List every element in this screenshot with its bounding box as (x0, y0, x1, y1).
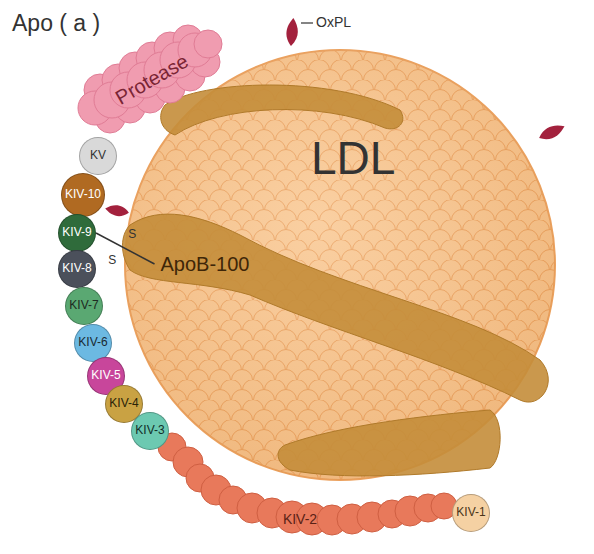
oxpl-drop (104, 18, 567, 218)
apob-100-protein: ApoB-100 (155, 249, 256, 280)
ldl-particle: LDL ApoB-100 (125, 50, 555, 480)
kringle-iv: KIV-9 (58, 214, 96, 252)
oxpl-drop (104, 203, 129, 218)
node-label: KIV-9 (62, 226, 91, 240)
disulfide-bond (96, 233, 155, 264)
apob-band (278, 410, 500, 476)
node-label: LDL (311, 132, 395, 185)
node-label: KIV-7 (69, 299, 98, 313)
kiv2-repeat-chain (158, 433, 457, 535)
callout-label: OxPL (316, 14, 351, 30)
leader-line (301, 22, 313, 23)
kringle-iv: KIV-8 (58, 250, 96, 288)
apob-band (161, 85, 403, 135)
kringle-iv: KIV-6 (74, 324, 112, 362)
kringle-iv: KIV-4 (105, 385, 143, 423)
node-label: KIV-10 (65, 188, 101, 202)
node-label: KIV-5 (91, 369, 120, 383)
node-label: KIV-4 (109, 397, 138, 411)
apob-band (123, 214, 549, 402)
kringle-iv: KIV-3 (131, 412, 169, 450)
protease-domain (194, 30, 222, 58)
protease-domain: Protease (106, 64, 198, 95)
node-label: KIV-2 (283, 511, 317, 527)
kringle-iv-2-repeats: KIV-2 (277, 507, 323, 531)
node-label: ApoB-100 (161, 253, 250, 276)
oxpl-drop (537, 121, 567, 143)
kringle-v: KV (79, 137, 117, 175)
node-label: KIV-3 (135, 424, 164, 438)
kringle-iv: KIV-10 (61, 173, 105, 217)
diagram-title: Apo ( a ) (12, 10, 100, 36)
sulfur-atom: S (128, 228, 136, 242)
kiv2-repeat-chain (431, 493, 457, 519)
oxpl-drop (285, 18, 299, 47)
kringle-iv: KIV-1 (452, 494, 490, 532)
kringle-iv: KIV-7 (65, 287, 103, 325)
node-label: KV (90, 149, 106, 163)
sulfur-atom: S (108, 254, 116, 268)
kringle-iv: KIV-5 (87, 357, 125, 395)
node-label: Protease (112, 49, 193, 109)
node-label: KIV-1 (456, 506, 485, 520)
node-label: KIV-8 (62, 262, 91, 276)
apob-band (123, 85, 549, 476)
protease-domain (78, 25, 222, 133)
node-label: KIV-6 (78, 336, 107, 350)
